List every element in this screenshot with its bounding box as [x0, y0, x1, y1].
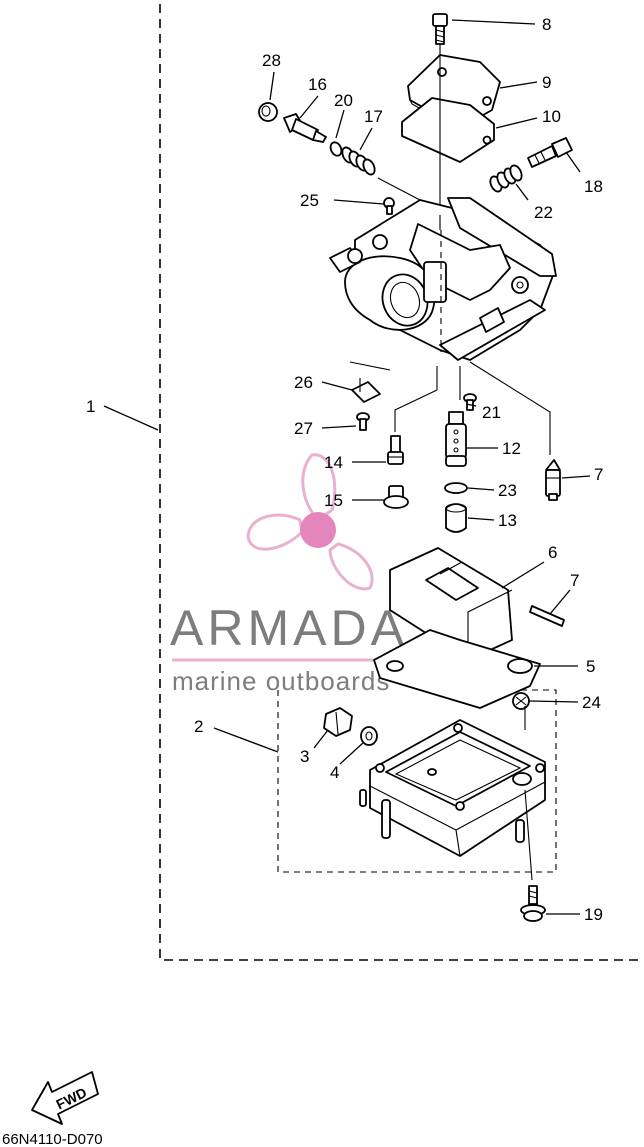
part-19-screw: [520, 885, 546, 922]
part-13-main-jet: [445, 503, 467, 533]
label-part-6: 6: [548, 543, 557, 562]
label-part-8: 7: [594, 465, 603, 484]
part-9-screw: [432, 13, 448, 45]
label-assembly-1: 1: [86, 397, 95, 416]
label-part-22: 22: [534, 203, 553, 222]
label-part-25: 25: [300, 191, 319, 210]
label-part-21: 21: [482, 403, 501, 422]
label-part-27: 27: [294, 419, 313, 438]
label-part-14: 14: [324, 453, 343, 472]
part-11-gasket: [401, 97, 495, 163]
label-part-10: 9: [542, 73, 551, 92]
label-part-5: 5: [586, 657, 595, 676]
part-17-spring: [341, 146, 376, 176]
label-part-24: 24: [582, 693, 601, 712]
part-3-screw: [323, 707, 353, 737]
label-part-16: 16: [308, 75, 327, 94]
float-chamber: [359, 719, 546, 857]
part-12-nozzle: [445, 411, 467, 467]
label-part-18: 18: [584, 177, 603, 196]
label-part-28: 28: [262, 51, 281, 70]
carburetor-body: [329, 197, 557, 361]
part-20-o-ring: [329, 141, 343, 157]
label-part-19: 19: [584, 905, 603, 924]
part-18-screw: [527, 137, 573, 168]
label-part-11: 10: [542, 107, 561, 126]
label-part-26: 26: [294, 373, 313, 392]
part-24-filter: [512, 692, 530, 710]
part-15-plug: [383, 485, 409, 509]
label-part-15: 15: [324, 491, 343, 510]
part-16-pilot-screw: [283, 113, 327, 143]
part-23-o-ring: [444, 482, 468, 494]
label-part-3: 3: [300, 747, 309, 766]
label-part-17: 17: [364, 107, 383, 126]
part-5-gasket: [373, 629, 541, 709]
part-22-spring: [489, 164, 523, 193]
part-28-cap: [258, 102, 278, 122]
subassembly-boundary: [277, 689, 557, 873]
label-part-20: 20: [334, 91, 353, 110]
label-part-23: 23: [498, 481, 517, 500]
diagram-code: 66N4110-D070: [2, 1131, 103, 1147]
label-part-4: 4: [330, 763, 339, 782]
label-part-9: 8: [542, 15, 551, 34]
propeller-hub-icon: [300, 512, 336, 548]
label-part-12: 12: [502, 439, 521, 458]
propeller-icon: [301, 453, 337, 522]
part-27-screw: [356, 412, 370, 431]
part-14-pilot-jet: [387, 435, 404, 465]
part-26-plate: [351, 378, 381, 403]
label-part-13: 13: [498, 511, 517, 530]
watermark-brand: ARMADA: [170, 600, 408, 656]
part-21-screw: [463, 393, 477, 411]
fwd-arrow-icon: FWD: [31, 1071, 99, 1125]
watermark-tagline: marine outboards: [172, 666, 390, 696]
part-25-screw: [383, 197, 395, 215]
label-part-7: 7: [570, 571, 579, 590]
part-8-needle: [545, 459, 561, 501]
armada-watermark: ARMADA marine outboards: [170, 453, 472, 696]
part-7-pin: [529, 605, 565, 627]
assembly-boundary: [159, 4, 644, 961]
part-4-gasket: [360, 726, 378, 746]
label-assembly-2: 2: [194, 717, 203, 736]
part-6-float: [389, 547, 513, 661]
